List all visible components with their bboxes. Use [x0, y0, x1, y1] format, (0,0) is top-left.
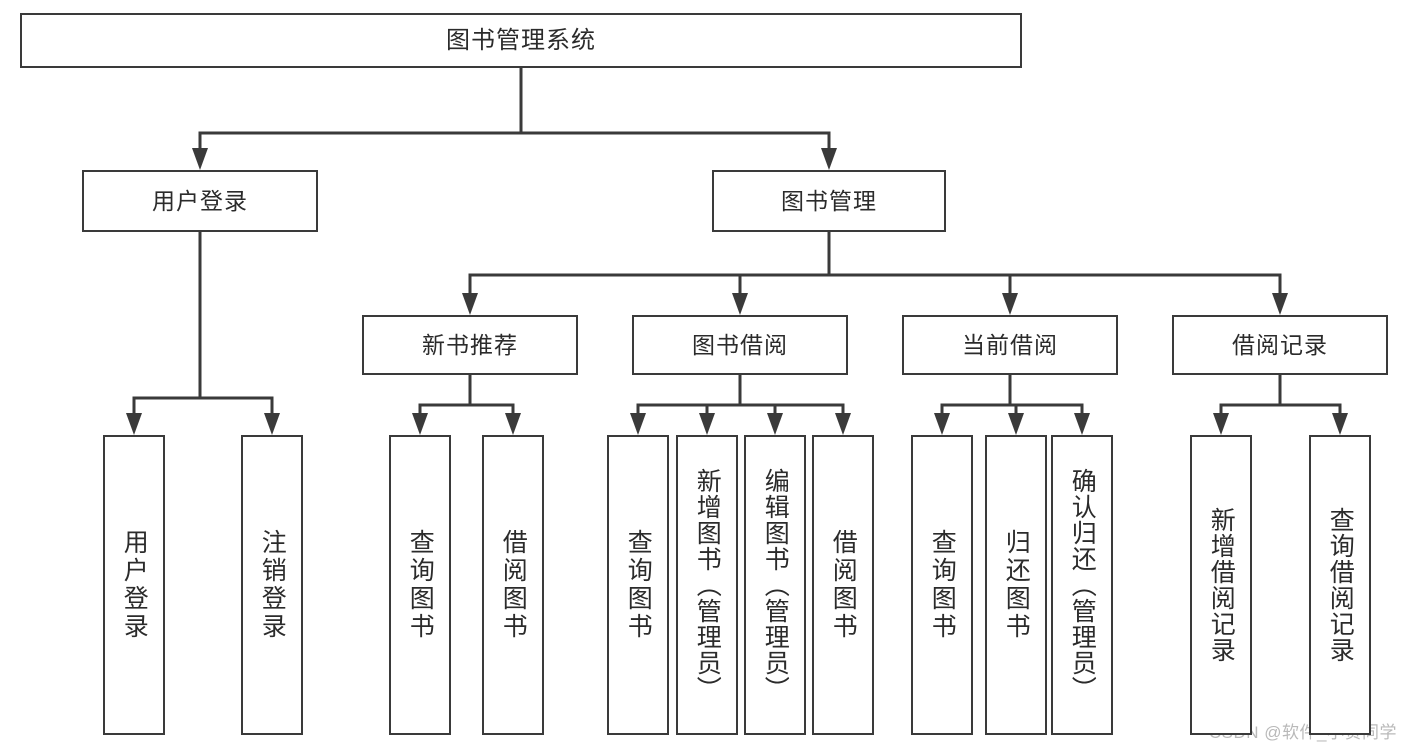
level3-node-3[interactable]: 借阅记录 [1172, 315, 1388, 375]
node-label: 图书管理 [781, 187, 877, 214]
leaf-node-9[interactable]: 归还图书 [985, 435, 1047, 735]
leaf-node-1[interactable]: 注销登录 [241, 435, 303, 735]
node-label: 用户登录 [152, 187, 248, 214]
node-label: 注销登录 [258, 529, 287, 641]
node-label: 新书推荐 [422, 331, 518, 358]
level3-node-0[interactable]: 新书推荐 [362, 315, 578, 375]
leaf-node-11[interactable]: 新增借阅记录 [1190, 435, 1252, 735]
node-label: 查询图书 [624, 529, 653, 641]
node-label: 借阅图书 [499, 529, 528, 641]
leaf-node-10[interactable]: 确认归还（管理员） [1051, 435, 1113, 735]
node-label: 借阅记录 [1232, 331, 1328, 358]
leaf-node-12[interactable]: 查询借阅记录 [1309, 435, 1371, 735]
node-label: 用户登录 [120, 529, 149, 641]
node-label: 查询图书 [406, 529, 435, 641]
leaf-node-3[interactable]: 借阅图书 [482, 435, 544, 735]
node-label: 新增图书（管理员） [693, 468, 722, 702]
level2-node-1[interactable]: 图书管理 [712, 170, 946, 232]
node-label: 图书借阅 [692, 331, 788, 358]
node-label: 图书管理系统 [446, 26, 596, 54]
leaf-node-4[interactable]: 查询图书 [607, 435, 669, 735]
node-label: 查询图书 [928, 529, 957, 641]
root-node-0[interactable]: 图书管理系统 [20, 13, 1022, 68]
node-label: 借阅图书 [829, 529, 858, 641]
node-label: 确认归还（管理员） [1068, 468, 1097, 702]
node-label: 新增借阅记录 [1207, 507, 1236, 663]
leaf-node-2[interactable]: 查询图书 [389, 435, 451, 735]
node-label: 编辑图书（管理员） [761, 468, 790, 702]
leaf-node-0[interactable]: 用户登录 [103, 435, 165, 735]
leaf-node-5[interactable]: 新增图书（管理员） [676, 435, 738, 735]
node-label: 归还图书 [1002, 529, 1031, 641]
level3-node-2[interactable]: 当前借阅 [902, 315, 1118, 375]
node-label: 查询借阅记录 [1326, 507, 1355, 663]
leaf-node-7[interactable]: 借阅图书 [812, 435, 874, 735]
level3-node-1[interactable]: 图书借阅 [632, 315, 848, 375]
leaf-node-8[interactable]: 查询图书 [911, 435, 973, 735]
level2-node-0[interactable]: 用户登录 [82, 170, 318, 232]
leaf-node-6[interactable]: 编辑图书（管理员） [744, 435, 806, 735]
node-label: 当前借阅 [962, 331, 1058, 358]
